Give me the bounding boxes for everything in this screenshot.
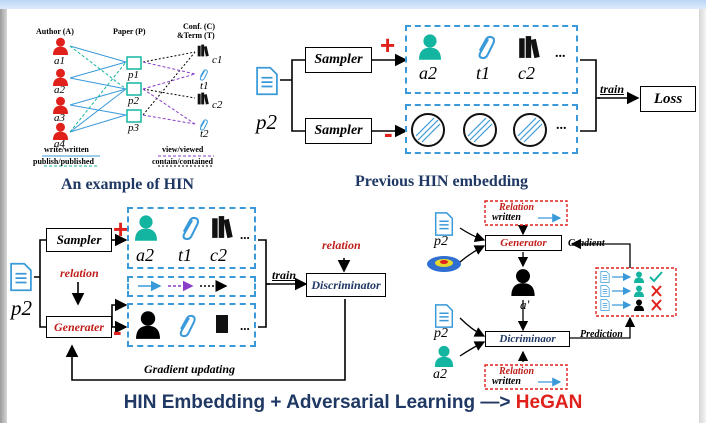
window-right-frame: [699, 9, 706, 423]
author-label: a1: [54, 55, 65, 67]
fake-book-icon: [216, 315, 228, 333]
relation-legend-publish: publish/published: [33, 157, 94, 166]
sampler-negative-box: Sampler: [305, 118, 372, 144]
cross-icon: [651, 285, 662, 297]
author-label: a2: [54, 84, 65, 96]
window-left-frame: [0, 9, 7, 423]
hegan-generator-box: Generater: [46, 316, 112, 338]
relation-disc-label: relation: [322, 238, 361, 252]
hegan-positive-box: [127, 207, 256, 269]
positive-label: c2: [518, 63, 535, 83]
bottom-title-part1: HIN Embedding + Adversarial Learning: [123, 392, 481, 413]
positive-label: a2: [419, 63, 437, 83]
detail-author-label: a2: [433, 367, 447, 382]
written-top-label: written: [492, 212, 521, 223]
conference-icon: [197, 44, 209, 57]
previous-caption: Previous HIN embedding: [355, 173, 529, 190]
hegan-detail-diagram: [427, 200, 677, 390]
written-bottom-label: written: [492, 376, 521, 387]
cross-icon: [651, 299, 662, 311]
detail-discriminator-box: Dicriminaor: [485, 331, 570, 347]
bottom-title: HIN Embedding + Adversarial Learning —> …: [0, 392, 706, 414]
generated-sample-label: a': [520, 297, 530, 312]
positive-sign: +: [113, 214, 129, 244]
detail-node-label: p2: [434, 234, 448, 249]
conf-term-label: t2: [200, 128, 209, 140]
author-icon: [53, 37, 68, 55]
previous-embedding-diagram: [256, 34, 640, 147]
bottom-title-arrow: —>: [480, 392, 511, 413]
negative-sample-circles: [411, 113, 547, 147]
relation-legend-write: write/written: [44, 145, 89, 154]
author-label: a3: [54, 112, 65, 124]
hegan-node-label: p2: [11, 296, 32, 320]
train-label: train: [600, 82, 625, 96]
positive-label: t1: [178, 245, 193, 265]
relation-legend-view: view/viewed: [162, 145, 204, 154]
paper-label: p1: [128, 69, 139, 81]
hin-example-graph: [42, 37, 214, 167]
author-icon: [434, 345, 454, 367]
hegan-negative-box: [127, 303, 256, 347]
loss-box: Loss: [640, 86, 696, 112]
conf-term-label: c2: [212, 99, 223, 111]
bottom-title-hegan: HeGAN: [510, 392, 583, 413]
discriminator-box: Discriminator: [306, 273, 386, 297]
negative-samples-box: [405, 104, 578, 154]
hegan-diagram: [10, 215, 351, 381]
detail-generator-box: Generator: [485, 235, 562, 251]
previous-node-label: p2: [256, 110, 277, 134]
negative-sign: -: [384, 118, 393, 148]
positive-sign: +: [380, 30, 396, 60]
conf-term-label: t1: [200, 80, 209, 92]
paper-label: p3: [128, 122, 139, 134]
detail-node-label: p2: [434, 326, 448, 341]
negative-sign: -: [113, 316, 122, 346]
relation-legend-contain: contain/contained: [152, 157, 213, 166]
gradient-updating-label: Gradient updating: [144, 362, 236, 376]
gradient-label: Gradient: [568, 238, 605, 249]
positive-samples-box: [405, 25, 578, 94]
conf-term-label: c1: [212, 54, 223, 66]
hegan-sampler-box: Sampler: [46, 228, 112, 252]
term-icon: [199, 69, 208, 81]
relation-bottom-label: Relation: [499, 366, 535, 377]
ellipsis: ...: [240, 227, 250, 242]
paper-node-icon: [434, 212, 454, 236]
hegan-relation-box: [127, 276, 256, 297]
generated-author-icon: [511, 269, 535, 296]
paper-node-icon: [10, 262, 32, 292]
col-paper-header: Paper (P): [113, 27, 146, 36]
positive-label: c2: [210, 245, 227, 265]
ellipsis: ...: [556, 118, 567, 133]
window-top-bar: [0, 0, 706, 9]
relation-input-label: relation: [60, 266, 99, 280]
author-label: a4: [54, 138, 65, 150]
positive-label: a2: [136, 245, 154, 265]
col-term-header: &Term (T): [177, 31, 215, 40]
prediction-rows: [600, 271, 663, 311]
sampler-positive-box: Sampler: [305, 47, 372, 73]
positive-label: t1: [476, 63, 491, 83]
relation-top-label: Relation: [499, 202, 535, 213]
prediction-label: Prediction: [580, 329, 623, 340]
check-icon: [649, 271, 663, 283]
paper-label: p2: [128, 95, 139, 107]
paper-node-icon: [256, 66, 278, 96]
train-label: train: [272, 268, 297, 282]
hin-example-caption: An example of HIN: [61, 176, 194, 193]
col-author-header: Author (A): [36, 27, 74, 36]
col-conf-header: Conf. (C): [183, 22, 215, 31]
ellipsis: ...: [240, 318, 250, 333]
paper-node-icon: [434, 304, 454, 328]
conference-icon: [197, 92, 209, 105]
ellipsis: ...: [555, 46, 566, 61]
